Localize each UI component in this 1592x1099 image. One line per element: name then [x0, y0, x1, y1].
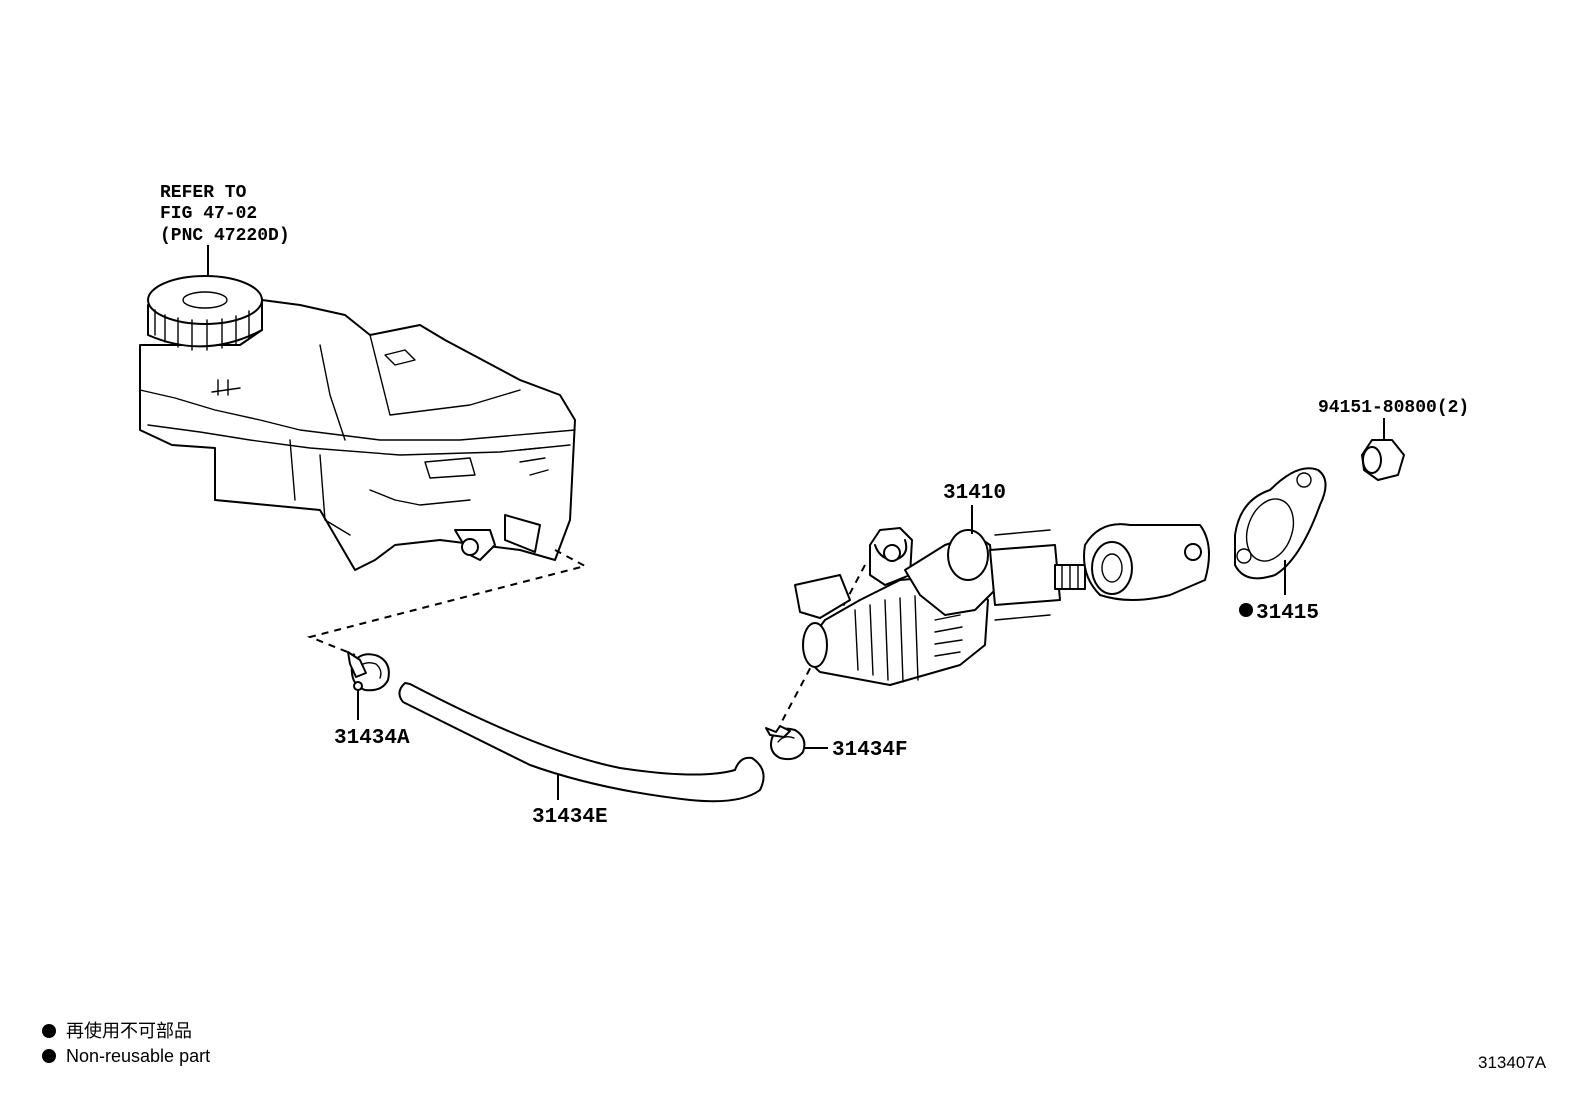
gasket-illustration — [1234, 467, 1327, 595]
hose-clip-f-illustration — [765, 725, 828, 761]
non-reusable-marker-gasket — [1239, 603, 1253, 617]
reservoir-tank-illustration — [139, 245, 576, 571]
legend-bullet-jp — [42, 1024, 56, 1038]
legend-text-jp: 再使用不可部品 — [66, 1021, 192, 1041]
dashed-assembly-line-reservoir — [306, 549, 588, 656]
clutch-master-cylinder-illustration — [794, 505, 1210, 686]
part-label-hose: 31434E — [532, 806, 608, 829]
part-label-clip-f: 31434F — [832, 739, 908, 762]
reference-note-line3: (PNC 47220D) — [160, 226, 290, 246]
legend-text-en: Non-reusable part — [66, 1046, 210, 1066]
reference-note-line2: FIG 47-02 — [160, 204, 257, 224]
reference-note-line1: REFER TO — [160, 183, 247, 203]
nut-illustration — [1361, 418, 1405, 481]
dashed-assembly-line-cylinder — [779, 564, 866, 726]
part-label-gasket: 31415 — [1256, 602, 1319, 625]
figure-code: 313407A — [1478, 1053, 1547, 1072]
part-label-master-cylinder: 31410 — [943, 482, 1006, 505]
hose-clip-a-illustration — [347, 651, 390, 720]
part-label-clip-a: 31434A — [334, 727, 410, 750]
hose-illustration — [398, 682, 765, 803]
legend-bullet-en — [42, 1049, 56, 1063]
part-label-nut: 94151-80800(2) — [1318, 398, 1469, 418]
